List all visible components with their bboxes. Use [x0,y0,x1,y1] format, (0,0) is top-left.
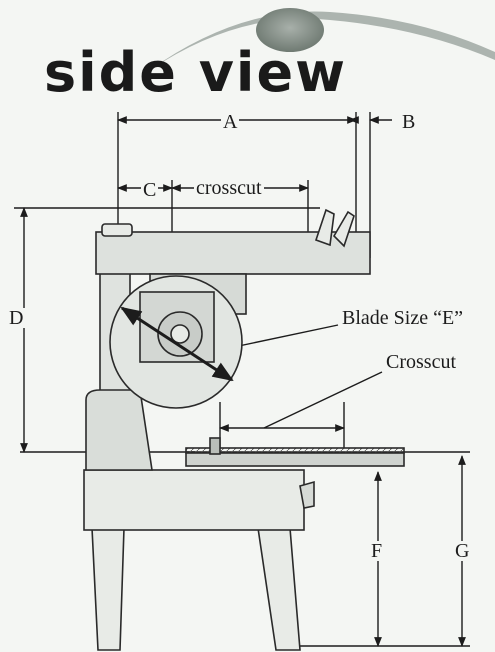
swoosh-logo [150,8,495,70]
label-d: D [7,307,26,329]
radial-arm-saw [83,208,405,651]
label-g: G [453,540,472,562]
label-crosscut-top: crosscut [194,177,264,199]
page-title: side view [44,41,347,104]
label-blade-size: Blade Size “E” [342,307,464,329]
label-b: B [400,111,418,133]
blade-size-arrow [120,306,234,382]
label-crosscut: Crosscut [386,351,456,373]
label-f: F [369,540,385,562]
label-a: A [221,111,240,133]
label-c: C [141,179,159,201]
